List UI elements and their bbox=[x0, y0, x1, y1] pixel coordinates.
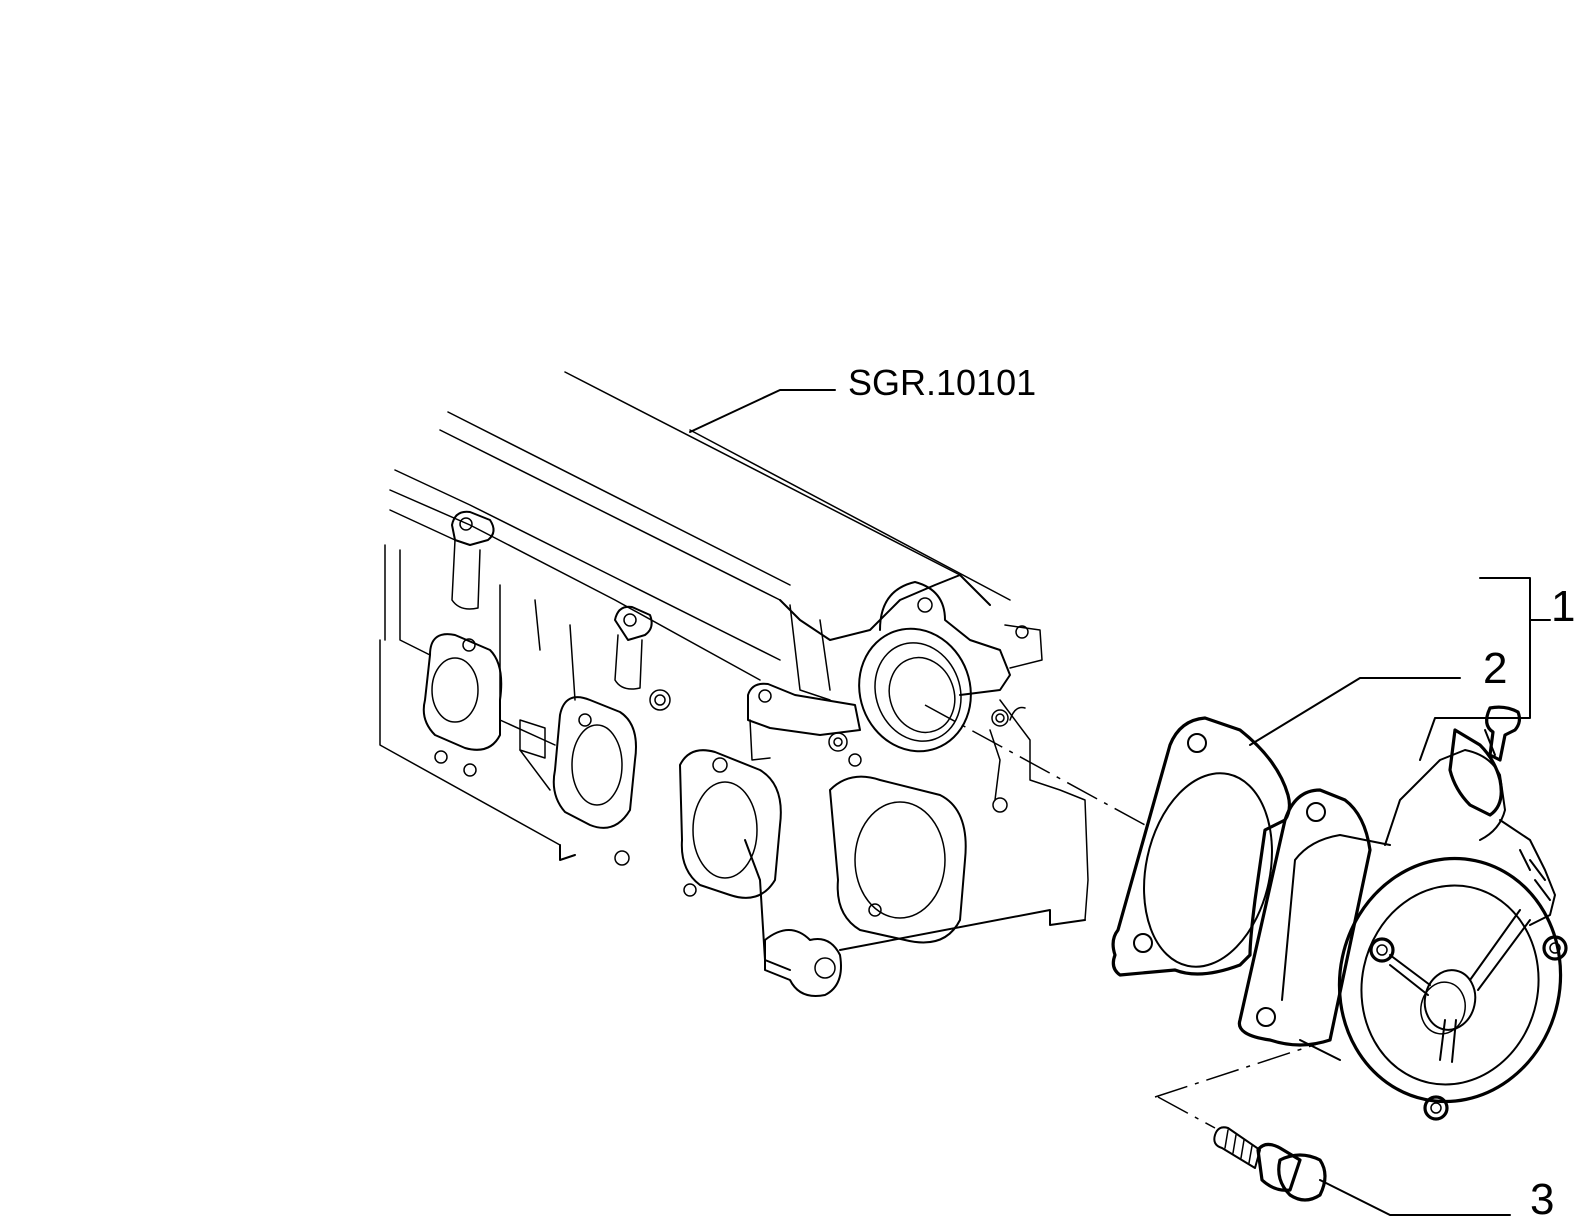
assembly-axis-lines bbox=[924, 704, 1321, 1129]
callout-number-1: 1 bbox=[1551, 582, 1575, 631]
gasket-part-2 bbox=[1111, 716, 1292, 977]
vacuum-pump-part-1 bbox=[1237, 705, 1568, 1121]
reference-label-sgr: SGR.10101 bbox=[848, 362, 1036, 403]
callout-number-2: 2 bbox=[1483, 644, 1507, 693]
bolt-part-3 bbox=[1213, 1126, 1327, 1202]
leader-lines bbox=[689, 389, 1551, 1216]
callout-number-3: 3 bbox=[1530, 1175, 1554, 1224]
cylinder-head-illustration bbox=[379, 371, 1089, 997]
